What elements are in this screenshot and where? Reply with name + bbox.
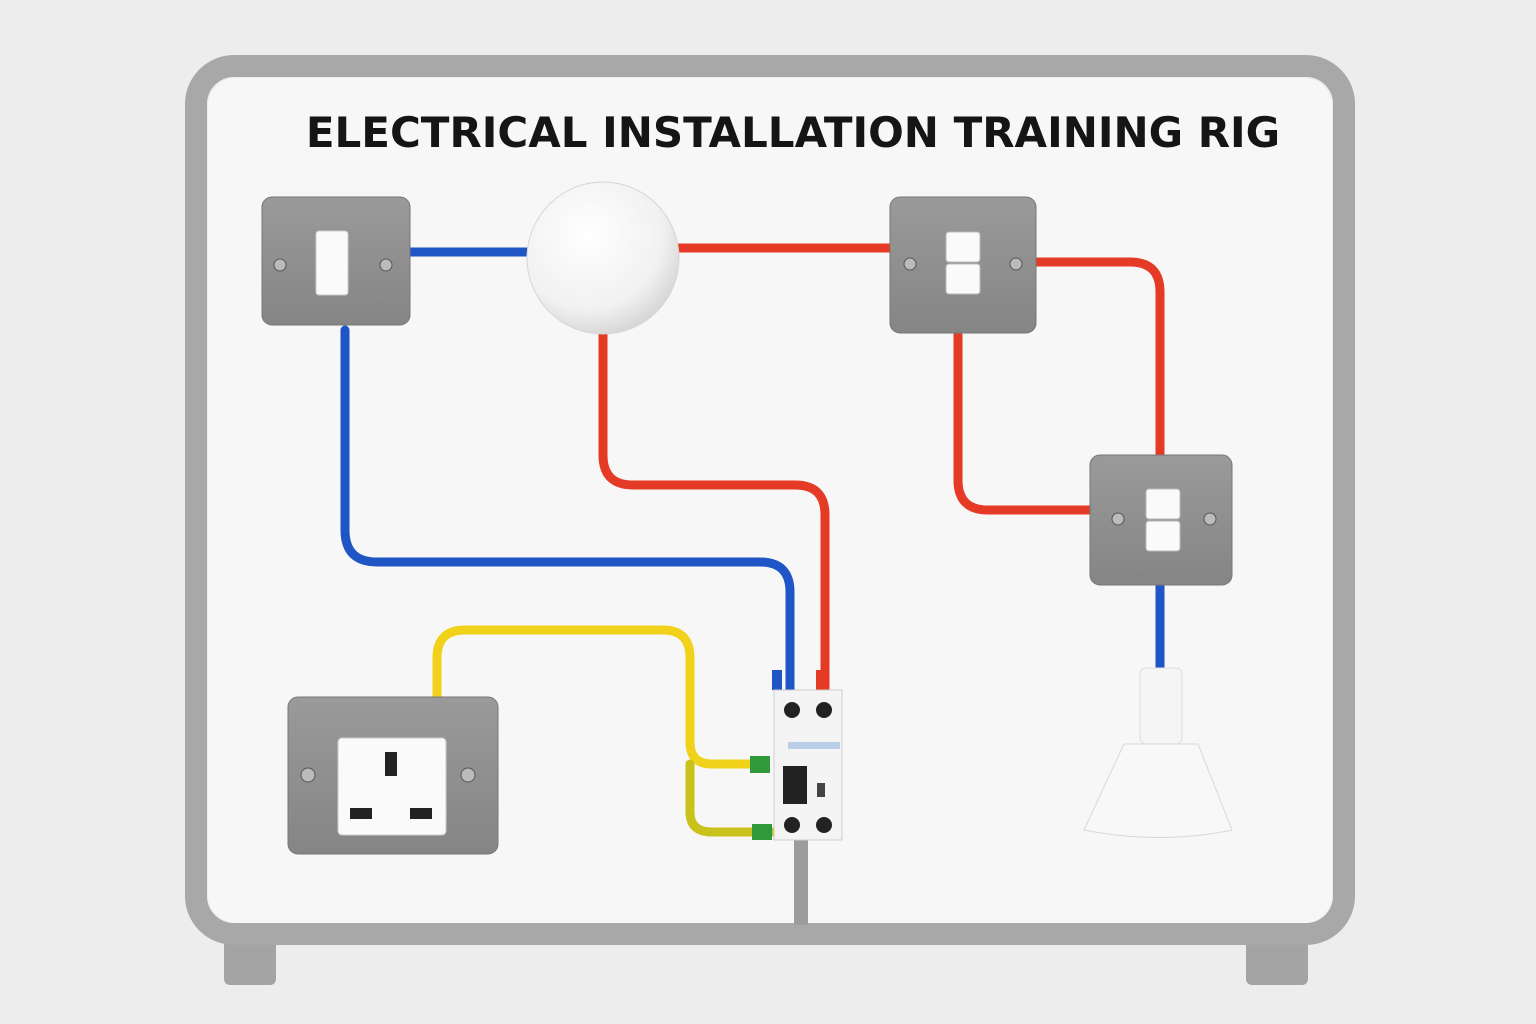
screw-icon bbox=[460, 767, 476, 783]
wiring bbox=[340, 243, 1165, 925]
live-wire bbox=[598, 330, 830, 695]
frame bbox=[185, 55, 1355, 945]
screw-icon bbox=[273, 258, 287, 272]
switch-rocker[interactable] bbox=[1145, 520, 1181, 552]
live-wire bbox=[1030, 257, 1165, 460]
two-way-switch-upper[interactable] bbox=[889, 196, 1037, 334]
earth-terminal bbox=[750, 756, 770, 773]
rcd-breaker[interactable] bbox=[772, 670, 843, 841]
switch-rocker[interactable] bbox=[945, 231, 981, 263]
pendant-lamp bbox=[1083, 667, 1233, 838]
screw-icon bbox=[1009, 257, 1023, 271]
screw-icon bbox=[903, 257, 917, 271]
switch-rocker[interactable] bbox=[315, 230, 349, 296]
conduit bbox=[794, 840, 808, 925]
board-title: ELECTRICAL INSTALLATION TRAINING RIG bbox=[306, 108, 1280, 157]
pin-slot bbox=[410, 808, 432, 819]
switch-rocker[interactable] bbox=[1145, 488, 1181, 520]
right-foot bbox=[1246, 935, 1308, 985]
terminal-screw-icon bbox=[784, 817, 800, 833]
neutral-wire bbox=[340, 325, 795, 695]
terminal-screw-icon bbox=[784, 702, 800, 718]
earth-wire bbox=[432, 625, 767, 769]
two-way-switch-lower[interactable] bbox=[1089, 454, 1233, 586]
screw-icon bbox=[1111, 512, 1125, 526]
left-foot bbox=[224, 935, 276, 985]
screw-icon bbox=[379, 258, 393, 272]
terminal-screw-icon bbox=[816, 702, 832, 718]
breaker-toggle[interactable] bbox=[783, 766, 807, 804]
live-wire bbox=[953, 327, 1095, 515]
switch-rocker[interactable] bbox=[945, 263, 981, 295]
ceiling-globe-lamp bbox=[526, 181, 680, 335]
pin-slot bbox=[350, 808, 372, 819]
earth-terminal bbox=[752, 824, 772, 840]
screw-icon bbox=[1203, 512, 1217, 526]
earth-wire bbox=[685, 759, 777, 837]
one-way-switch[interactable] bbox=[261, 196, 411, 326]
earth-pin-slot bbox=[385, 752, 397, 776]
terminal-screw-icon bbox=[816, 817, 832, 833]
screw-icon bbox=[300, 767, 316, 783]
socket-outlet[interactable] bbox=[287, 696, 499, 855]
